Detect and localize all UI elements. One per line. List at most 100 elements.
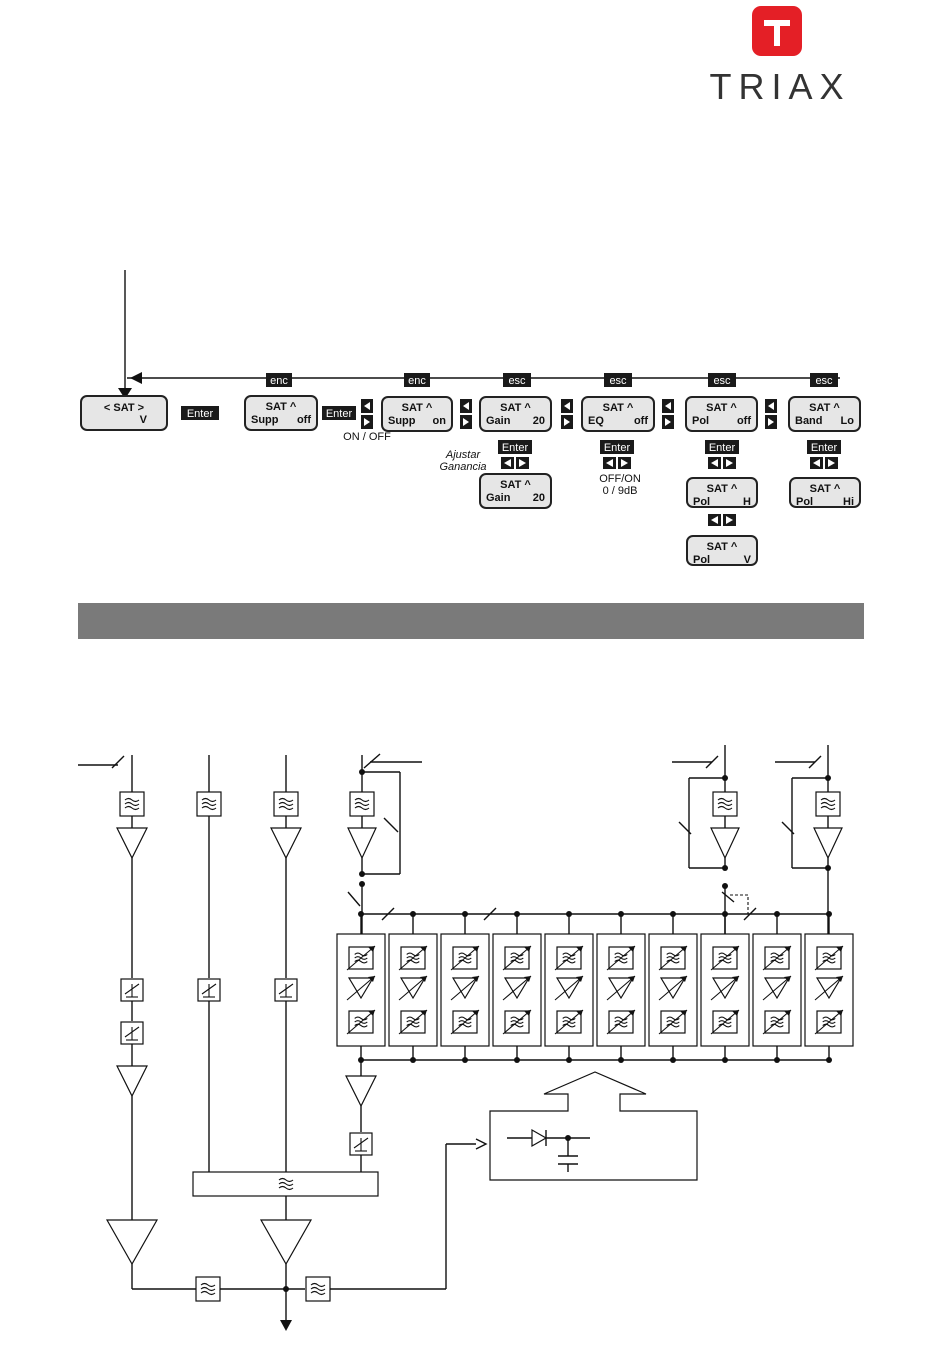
amplifier-triangle-icon xyxy=(348,828,376,858)
switch-icon xyxy=(112,756,124,768)
enter-key-gain: Enter xyxy=(498,440,532,454)
arrow-keys-pol xyxy=(708,457,736,469)
bandpass-filter-icon xyxy=(713,792,737,816)
arrow-keys-eq xyxy=(603,457,631,469)
lcd-line-1: SAT ^ xyxy=(707,541,738,553)
detector-feed-arrow-icon xyxy=(476,1139,486,1149)
lcd-line-2: V xyxy=(140,414,148,426)
bandpass-filter-icon xyxy=(196,1277,220,1301)
lcd-line-2-label: Pol xyxy=(692,415,709,427)
lcd-line-2-label: EQ xyxy=(588,415,604,427)
lcd-screen-s-supp-off: SAT ^Suppoff xyxy=(245,396,317,430)
section-header-bar xyxy=(78,603,864,639)
channel-module-10 xyxy=(805,934,853,1046)
switch-icon xyxy=(384,818,398,832)
enc-key-2-label: enc xyxy=(408,375,426,387)
lcd-line-2-label: Supp xyxy=(251,414,279,426)
esc-arrow-icon xyxy=(130,372,142,384)
channel-module-7 xyxy=(649,934,697,1046)
bandpass-filter-icon xyxy=(197,792,221,816)
esc-key-eq: esc xyxy=(604,373,632,387)
arrow-keys-gain xyxy=(501,457,529,469)
amplifier-triangle-icon xyxy=(346,1076,376,1106)
bandpass-filter-icon xyxy=(816,792,840,816)
menu-navigation-diagram: < SAT >VEnterSAT ^SuppoffencEnterON / OF… xyxy=(0,0,950,600)
lcd-screen-s-gain: SAT ^Gain 20 xyxy=(480,397,551,431)
channel-module-1 xyxy=(337,934,385,1046)
lcd-line-2-value: Hi xyxy=(843,496,854,508)
esc-key-pol: esc xyxy=(708,373,736,387)
bandpass-filter-icon xyxy=(306,1277,330,1301)
enc-key-1: enc xyxy=(266,373,292,387)
on-off-note: ON / OFF xyxy=(343,431,391,443)
enter-key-2: Enter xyxy=(322,406,356,420)
lcd-line-1: SAT ^ xyxy=(603,402,634,414)
attenuator-icon xyxy=(121,1022,143,1044)
amplifier-triangle-icon xyxy=(107,1220,157,1264)
amplifier-block-diagram xyxy=(0,720,950,1360)
lcd-line-1: SAT ^ xyxy=(500,402,531,414)
channel-module-4 xyxy=(493,934,541,1046)
lcd-line-1: SAT ^ xyxy=(402,402,433,414)
amplifier-triangle-icon xyxy=(711,828,739,858)
enter-key-band: Enter xyxy=(807,440,841,454)
enter-key-2-label: Enter xyxy=(326,408,353,420)
lcd-line-2-value: on xyxy=(433,415,447,427)
esc-key-band-label: esc xyxy=(815,375,833,387)
dashed-link xyxy=(730,895,748,914)
amplifier-triangle-icon xyxy=(117,1066,147,1096)
channel-module-5 xyxy=(545,934,593,1046)
attenuator-icon xyxy=(350,1133,372,1155)
esc-key-eq-label: esc xyxy=(609,375,627,387)
lcd-line-2-value: off xyxy=(737,415,751,427)
switch-icon xyxy=(364,754,380,768)
eq-note-2: 0 / 9dB xyxy=(603,485,638,497)
arrow-keys-3 xyxy=(561,399,573,429)
lcd-line-1: SAT ^ xyxy=(810,483,841,495)
attenuator-icon xyxy=(198,979,220,1001)
lcd-screen-s-eq: SAT ^EQ off xyxy=(582,397,654,431)
switch-icon xyxy=(348,892,360,906)
lcd-line-2-label: Gain xyxy=(486,492,511,504)
lcd-line-1: SAT ^ xyxy=(266,401,297,413)
lcd-line-2-value: Lo xyxy=(841,415,855,427)
lcd-line-2-label: Supp xyxy=(388,415,416,427)
enter-key-band-label: Enter xyxy=(811,442,838,454)
attenuator-icon xyxy=(121,979,143,1001)
lcd-line-2-value: H xyxy=(743,496,751,508)
lcd-screen-s-main: < SAT >V xyxy=(81,396,167,430)
arrow-keys-4 xyxy=(662,399,674,429)
enter-key-1-label: Enter xyxy=(187,408,214,420)
esc-key-pol-label: esc xyxy=(713,375,731,387)
agc-detector-block xyxy=(490,1072,697,1180)
bandpass-filter-icon xyxy=(350,792,374,816)
lcd-line-1: SAT ^ xyxy=(707,483,738,495)
channel-module-9 xyxy=(753,934,801,1046)
esc-key-gain: esc xyxy=(503,373,531,387)
lcd-screen-s-band-hi: SAT ^PolHi xyxy=(790,478,860,508)
arrow-keys-5 xyxy=(765,399,777,429)
amplifier-triangle-icon xyxy=(814,828,842,858)
adjust-gain-note-2: Ganancia xyxy=(439,461,486,473)
lcd-screen-s-band: SAT ^BandLo xyxy=(789,397,860,431)
lcd-screen-s-supp-on: SAT ^Supp on xyxy=(382,397,452,431)
attenuator-icon xyxy=(275,979,297,1001)
enter-key-pol: Enter xyxy=(705,440,739,454)
lcd-line-2-value: 20 xyxy=(533,415,545,427)
eq-note-1: OFF/ON xyxy=(599,473,641,485)
amplifier-triangle-icon xyxy=(261,1220,311,1264)
lcd-line-2-value: V xyxy=(744,554,752,566)
output-arrow-icon xyxy=(280,1320,292,1331)
enter-key-gain-label: Enter xyxy=(502,442,529,454)
amplifier-triangle-icon xyxy=(271,828,301,858)
lcd-line-2-value: 20 xyxy=(533,492,545,504)
lcd-line-2-value: off xyxy=(634,415,648,427)
lcd-line-2-label: Gain xyxy=(486,415,511,427)
lcd-line-1: SAT ^ xyxy=(500,479,531,491)
channel-module-6 xyxy=(597,934,645,1046)
lcd-screen-s-pol: SAT ^Poloff xyxy=(686,397,757,431)
bandpass-filter-icon xyxy=(120,792,144,816)
arrow-keys-1 xyxy=(361,399,373,429)
enc-key-2: enc xyxy=(404,373,430,387)
